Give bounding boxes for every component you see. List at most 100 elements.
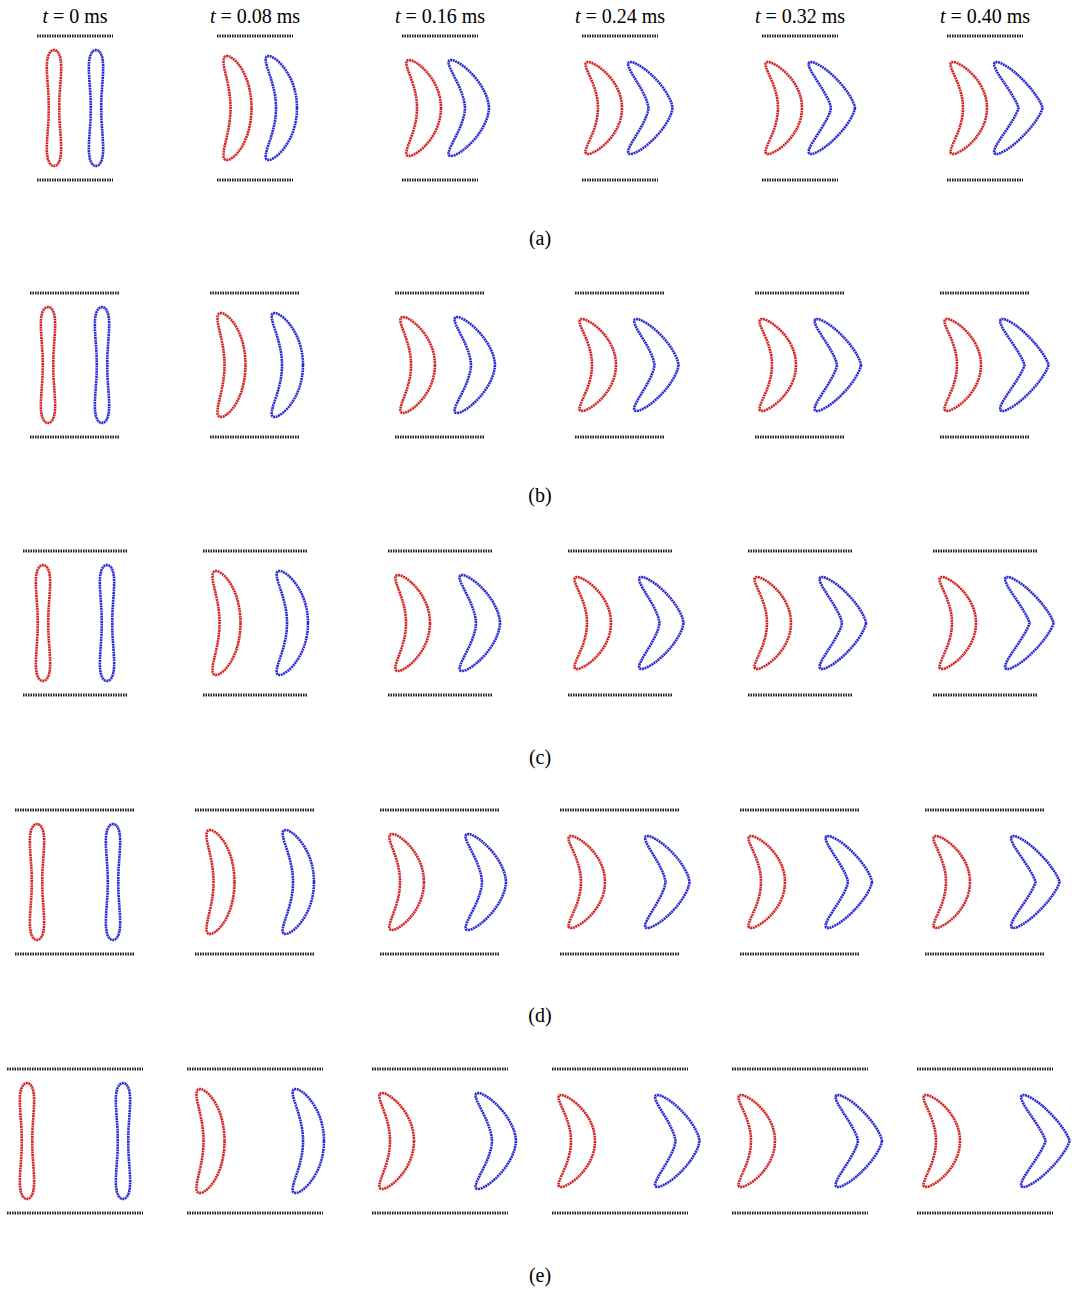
blue-vesicle xyxy=(655,1095,699,1187)
blue-vesicle xyxy=(272,313,303,417)
blue-vesicle xyxy=(89,50,103,166)
blue-vesicle xyxy=(639,577,683,669)
blue-vesicle xyxy=(820,577,866,669)
channel-wall xyxy=(203,550,307,553)
blue-vesicle xyxy=(634,319,678,411)
channel-wall xyxy=(748,694,852,697)
red-vesicle xyxy=(197,1089,225,1193)
blue-vesicle xyxy=(266,56,297,160)
channel-wall xyxy=(388,550,492,553)
channel-wall xyxy=(732,1212,868,1215)
red-vesicle xyxy=(934,836,970,928)
red-vesicle xyxy=(951,62,987,154)
channel-wall xyxy=(30,436,120,439)
channel-wall xyxy=(917,1212,1053,1215)
red-vesicle xyxy=(218,313,246,417)
blue-vesicle xyxy=(116,1083,130,1199)
channel-wall xyxy=(372,1212,508,1215)
blue-vesicle xyxy=(1005,577,1053,669)
channel-wall xyxy=(560,809,680,812)
red-vesicle xyxy=(20,1083,34,1199)
blue-vesicle xyxy=(455,317,495,413)
red-vesicle xyxy=(379,1093,414,1189)
channel-wall xyxy=(552,1068,688,1071)
blue-vesicle xyxy=(106,824,120,940)
blue-vesicle xyxy=(1011,836,1059,928)
blue-vesicle xyxy=(1021,1095,1069,1187)
channel-wall xyxy=(7,1068,143,1071)
channel-wall xyxy=(755,292,845,295)
time-label: t = 0 ms xyxy=(42,6,107,26)
blue-vesicle xyxy=(994,62,1042,154)
channel-wall xyxy=(740,953,860,956)
channel-wall xyxy=(23,550,127,553)
red-vesicle xyxy=(940,577,976,669)
red-vesicle xyxy=(36,565,50,681)
red-vesicle xyxy=(47,50,61,166)
red-vesicle xyxy=(766,62,802,154)
red-vesicle xyxy=(207,830,235,934)
blue-vesicle xyxy=(809,62,855,154)
channel-wall xyxy=(947,179,1023,182)
channel-wall xyxy=(560,953,680,956)
channel-wall xyxy=(187,1212,323,1215)
channel-wall xyxy=(762,179,838,182)
channel-wall xyxy=(947,35,1023,38)
channel-wall xyxy=(395,436,485,439)
blue-vesicle xyxy=(826,836,872,928)
red-vesicle xyxy=(575,577,611,669)
channel-wall xyxy=(732,1068,868,1071)
blue-vesicle xyxy=(476,1093,516,1189)
channel-wall xyxy=(395,292,485,295)
channel-wall xyxy=(187,1068,323,1071)
channel-wall xyxy=(37,179,113,182)
red-vesicle xyxy=(586,62,622,154)
blue-vesicle xyxy=(460,575,500,671)
channel-wall xyxy=(7,1212,143,1215)
channel-wall xyxy=(15,809,135,812)
channel-wall xyxy=(925,953,1045,956)
red-vesicle xyxy=(406,60,441,156)
channel-wall xyxy=(210,292,300,295)
channel-wall xyxy=(740,809,860,812)
channel-wall xyxy=(388,694,492,697)
red-vesicle xyxy=(755,577,791,669)
red-vesicle xyxy=(760,319,796,411)
blue-vesicle xyxy=(815,319,861,411)
red-vesicle xyxy=(945,319,981,411)
blue-vesicle xyxy=(645,836,689,928)
blue-vesicle xyxy=(449,60,489,156)
red-vesicle xyxy=(559,1095,595,1187)
panel-label: (c) xyxy=(529,747,551,767)
time-label: t = 0.16 ms xyxy=(395,6,485,26)
blue-vesicle xyxy=(277,571,308,675)
red-vesicle xyxy=(739,1095,775,1187)
panel-label: (a) xyxy=(529,228,551,248)
channel-wall xyxy=(575,292,665,295)
time-label: t = 0.24 ms xyxy=(575,6,665,26)
blue-vesicle xyxy=(293,1089,324,1193)
channel-wall xyxy=(23,694,127,697)
channel-wall xyxy=(30,292,120,295)
red-vesicle xyxy=(41,307,55,423)
channel-wall xyxy=(15,953,135,956)
channel-wall xyxy=(933,694,1037,697)
channel-wall xyxy=(217,35,293,38)
channel-wall xyxy=(380,809,500,812)
channel-wall xyxy=(210,436,300,439)
channel-wall xyxy=(402,179,478,182)
channel-wall xyxy=(917,1068,1053,1071)
channel-wall xyxy=(217,179,293,182)
blue-vesicle xyxy=(836,1095,882,1187)
channel-wall xyxy=(195,953,315,956)
red-vesicle xyxy=(395,575,430,671)
channel-wall xyxy=(575,436,665,439)
red-vesicle xyxy=(580,319,616,411)
channel-wall xyxy=(568,694,672,697)
panel-label: (e) xyxy=(529,1265,551,1285)
blue-vesicle xyxy=(1000,319,1048,411)
red-vesicle xyxy=(569,836,605,928)
channel-wall xyxy=(582,35,658,38)
channel-wall xyxy=(380,953,500,956)
blue-vesicle xyxy=(628,62,672,154)
